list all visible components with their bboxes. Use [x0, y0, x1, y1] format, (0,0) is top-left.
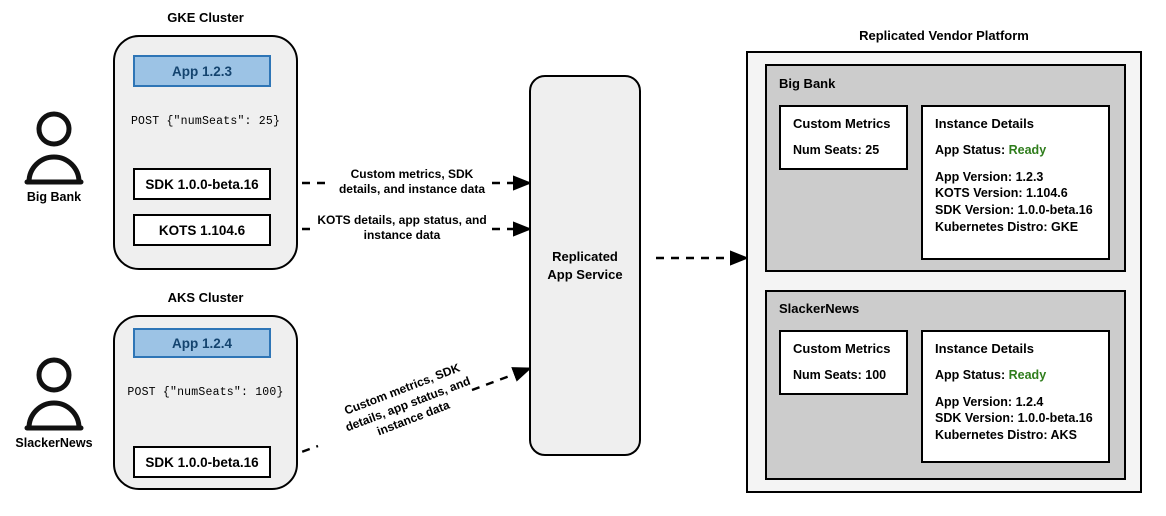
gke-kots-box[interactable]: KOTS 1.104.6: [133, 214, 271, 246]
persona-label-big-bank: Big Bank: [26, 190, 82, 204]
replicated-app-service-box[interactable]: Replicated App Service: [529, 75, 641, 456]
instance-detail-line: App Version: 1.2.3: [935, 169, 1044, 184]
platform-title: Replicated Vendor Platform: [859, 28, 1029, 43]
instance-detail-line: Kubernetes Distro: GKE: [935, 219, 1079, 234]
aks-app-box[interactable]: App 1.2.4: [133, 328, 271, 358]
spacer: [935, 159, 1096, 169]
aks-cluster-title: AKS Cluster: [167, 290, 244, 305]
instance-detail-line: App Version: 1.2.4: [935, 394, 1044, 409]
instance-details-title: Instance Details: [935, 116, 1034, 131]
gke-cluster-title: GKE Cluster: [167, 10, 244, 25]
replicated-app-service-label: Replicated App Service: [547, 248, 623, 282]
status-badge: Ready: [1008, 143, 1047, 157]
app-status-row: App Status: Ready: [935, 367, 1096, 384]
edge-label-sdk-to-service: Custom metrics, SDK details, and instanc…: [338, 167, 486, 197]
edge-label-kots-to-service: KOTS details, app status, and instance d…: [317, 213, 487, 243]
app-status-row: App Status: Ready: [935, 142, 1096, 159]
custom-metrics-title: Custom Metrics: [793, 341, 891, 356]
edge-label-aks-sdk-to-service: Custom metrics, SDK details, app status,…: [342, 360, 473, 439]
status-badge: Ready: [1008, 368, 1047, 382]
custom-metrics-title: Custom Metrics: [793, 116, 891, 131]
aks-post-label: POST {"numSeats": 100}: [127, 386, 284, 399]
instance-details-title: Instance Details: [935, 341, 1034, 356]
aks-sdk-box[interactable]: SDK 1.0.0-beta.16: [133, 446, 271, 478]
tenant-name-big-bank: Big Bank: [779, 76, 836, 91]
instance-details-card-slackernews: Instance Details App Status: Ready App V…: [921, 330, 1110, 463]
app-status-label: App Status:: [935, 143, 1006, 157]
spacer: [935, 384, 1096, 394]
instance-detail-line: SDK Version: 1.0.0-beta.16: [935, 411, 1093, 426]
instance-detail-line: KOTS Version: 1.104.6: [935, 186, 1068, 201]
custom-metrics-value: Num Seats: 100: [793, 368, 887, 382]
custom-metrics-card-big-bank: Custom Metrics Num Seats: 25: [779, 105, 908, 170]
gke-post-label: POST {"numSeats": 25}: [130, 115, 281, 128]
instance-detail-line: Kubernetes Distro: AKS: [935, 427, 1077, 442]
gke-sdk-box[interactable]: SDK 1.0.0-beta.16: [133, 168, 271, 200]
gke-app-box[interactable]: App 1.2.3: [133, 55, 271, 87]
app-status-label: App Status:: [935, 368, 1006, 382]
instance-detail-line: SDK Version: 1.0.0-beta.16: [935, 202, 1093, 217]
user-icon: [24, 111, 84, 185]
user-icon: [24, 357, 84, 431]
tenant-name-slackernews: SlackerNews: [779, 301, 860, 316]
custom-metrics-card-slackernews: Custom Metrics Num Seats: 100: [779, 330, 908, 395]
custom-metrics-value: Num Seats: 25: [793, 143, 880, 157]
instance-details-card-big-bank: Instance Details App Status: Ready App V…: [921, 105, 1110, 260]
persona-label-slackernews: SlackerNews: [15, 436, 93, 450]
